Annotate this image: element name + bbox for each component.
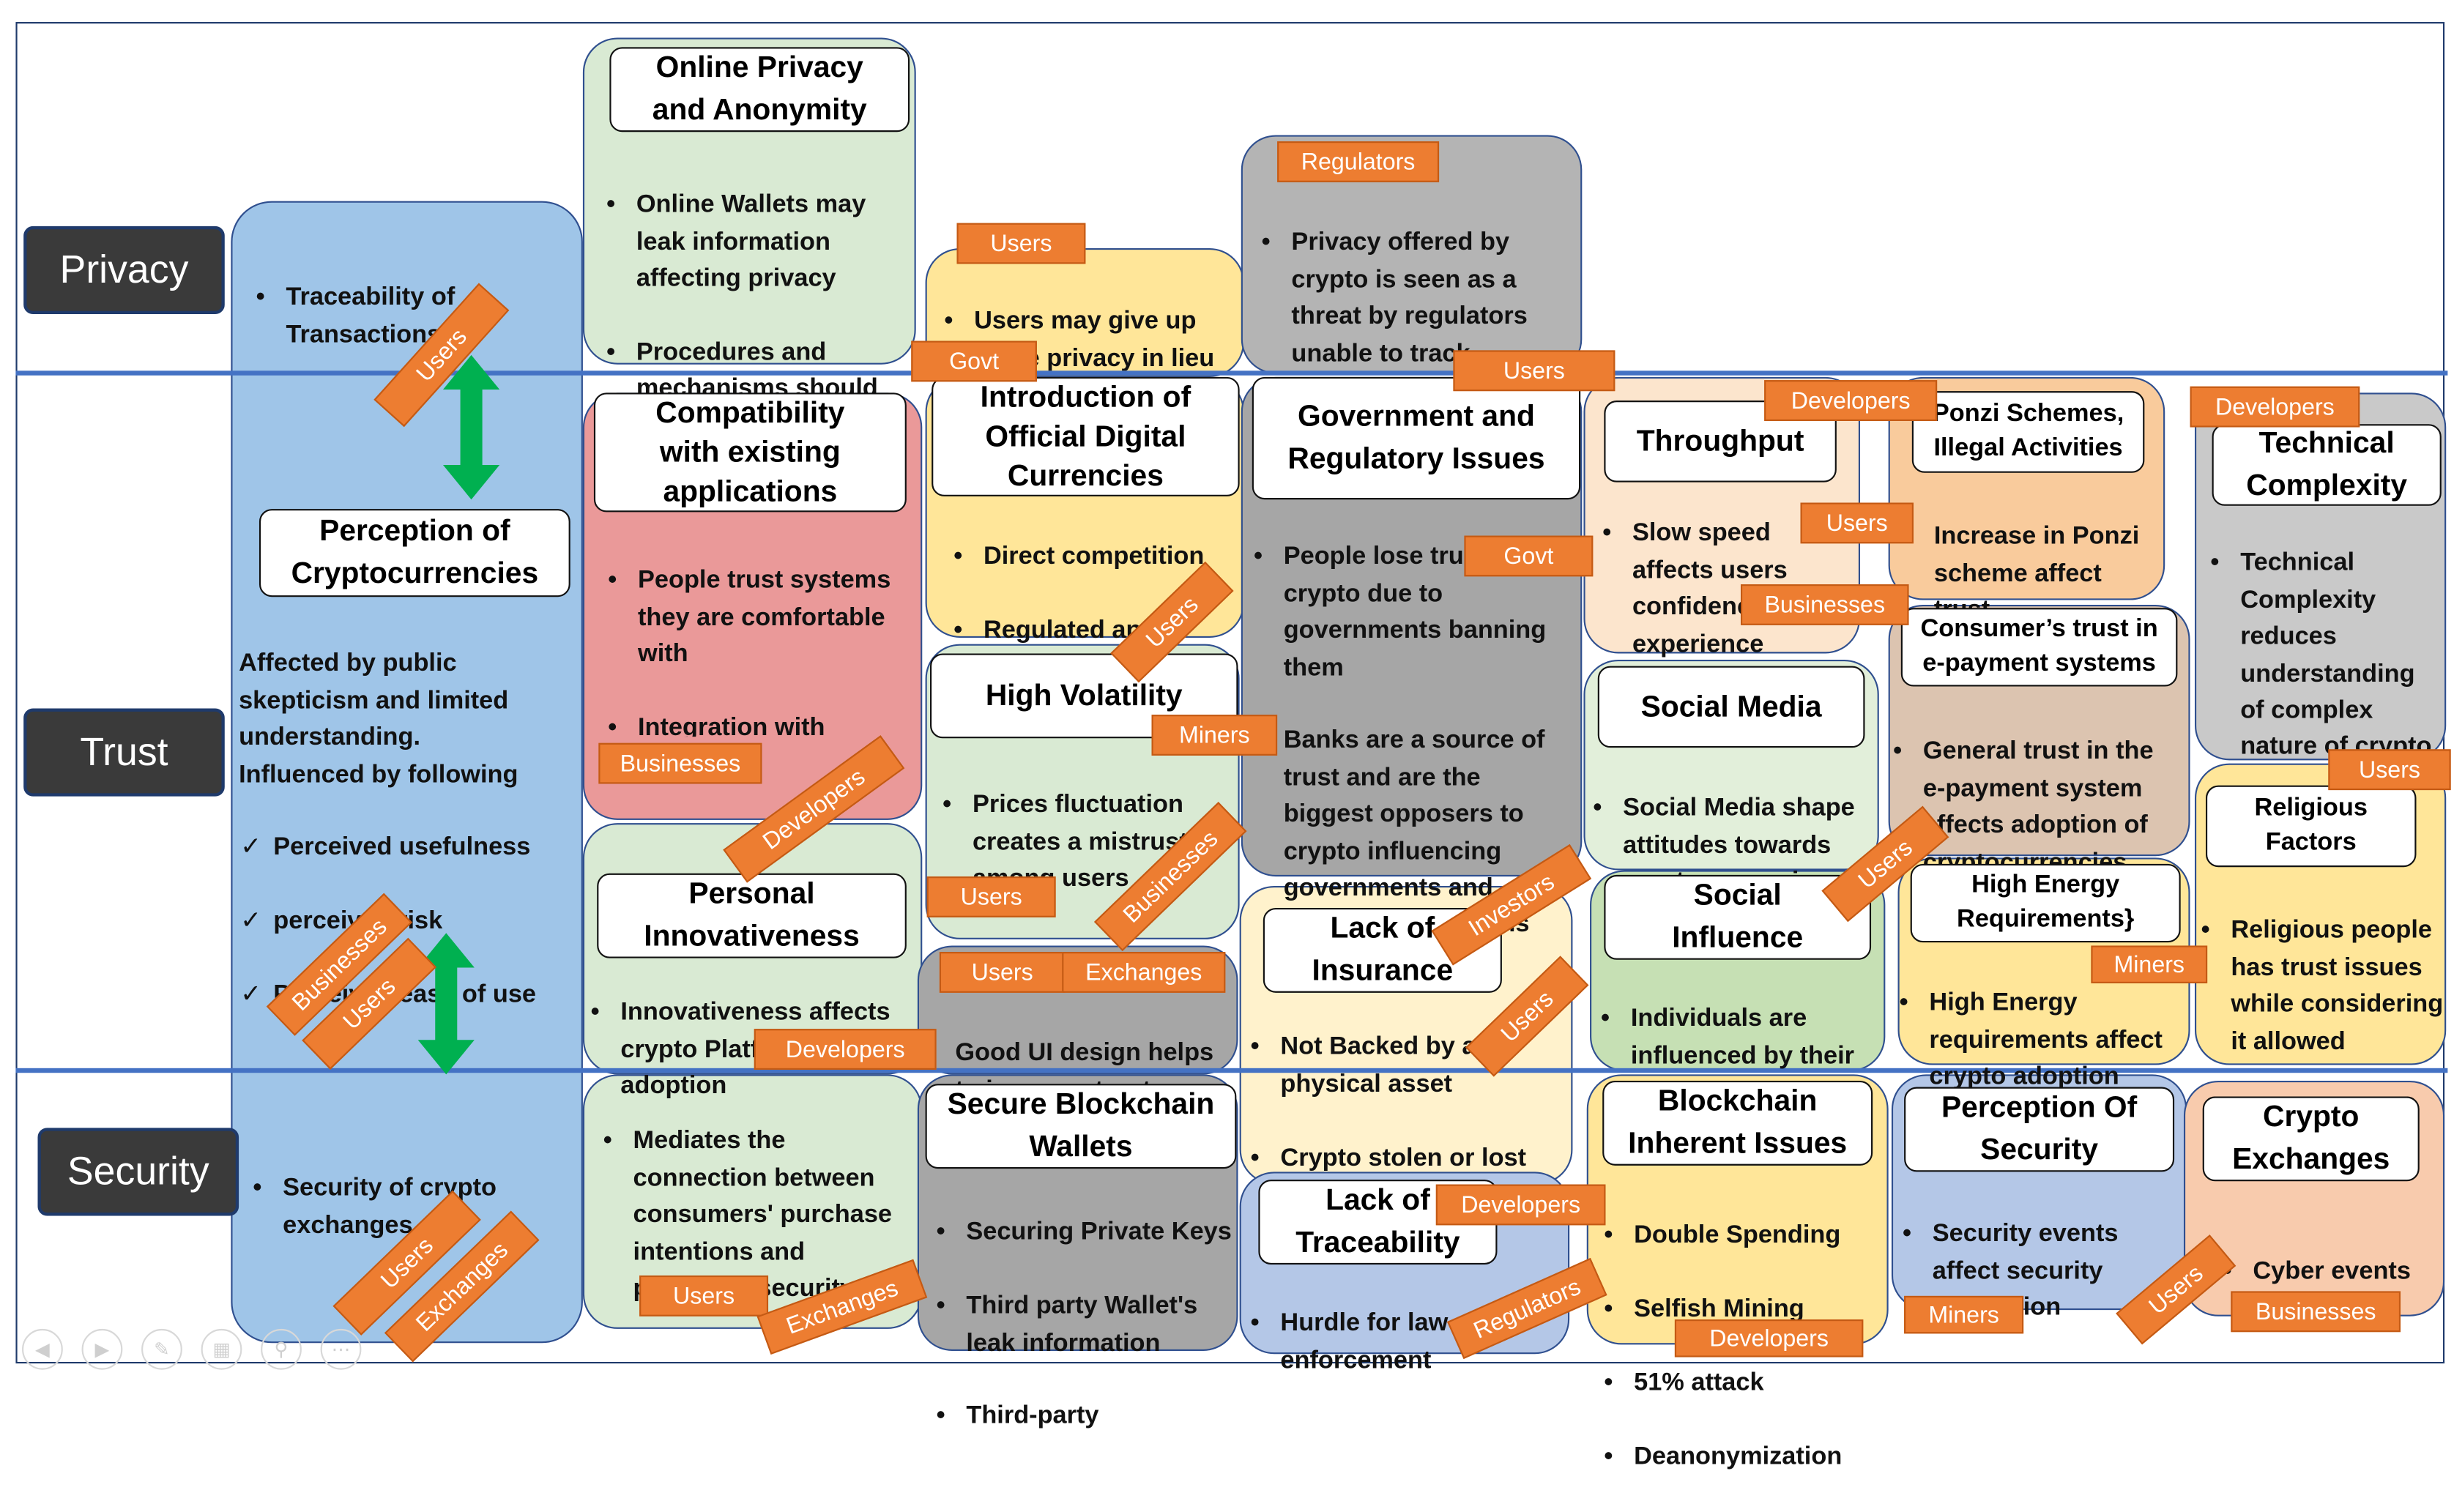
tag-users: Users	[956, 223, 1086, 264]
government-title: Government and Regulatory Issues	[1252, 376, 1581, 500]
tag-users: Users	[2328, 749, 2451, 791]
wallets-title: Secure Blockchain Wallets	[925, 1084, 1237, 1169]
tag-users: Users	[639, 1275, 769, 1317]
tag-users: Users	[939, 952, 1066, 993]
exchanges-title: Crypto Exchanges	[2202, 1096, 2420, 1182]
tag-users: Users	[1800, 502, 1914, 544]
insurance-items: Not Backed by a physical asset Crypto st…	[1246, 993, 1566, 1172]
epayment-items: General trust in the e-payment system af…	[1889, 698, 2181, 918]
ponzi-title: Ponzi Schemes, Illegal Activities	[1911, 391, 2145, 473]
high-energy-items: High Energy requirements affect crypto a…	[1895, 949, 2187, 1133]
religious-items: Religious people has trust issues while …	[2196, 876, 2444, 1097]
ponzi-items: Increase in Ponzi scheme affect trust	[1900, 483, 2154, 666]
row-label-security: Security	[37, 1128, 239, 1216]
tag-miners: Miners	[1904, 1295, 2024, 1334]
compatibility-title: Compatibility with existing applications	[593, 392, 907, 513]
tag-users: Users	[1453, 350, 1615, 392]
technical-items: Technical Complexity reduces understandi…	[2206, 509, 2442, 757]
tag-users: Users	[926, 876, 1056, 917]
perception-security-title: Perception Of Security	[1904, 1087, 2175, 1172]
tag-developers: Developers	[1764, 380, 1938, 421]
tag-miners: Miners	[1151, 715, 1278, 756]
tag-developers: Developers	[2190, 386, 2360, 428]
zoom-icon[interactable]: ⚲	[261, 1328, 302, 1370]
tag-businesses: Businesses	[598, 742, 762, 784]
blockchain-title: Blockchain Inherent Issues	[1602, 1080, 1873, 1166]
slides-grid-icon[interactable]: ▦	[201, 1328, 242, 1370]
tag-developers: Developers	[754, 1029, 937, 1070]
social-media-title: Social Media	[1597, 666, 1865, 748]
previous-slide-icon[interactable]: ◀	[22, 1328, 63, 1370]
online-privacy-items: Online Wallets may leak information affe…	[602, 151, 913, 482]
row-label-trust: Trust	[23, 708, 225, 797]
check-usefulness: Perceived usefulness	[239, 830, 578, 868]
more-options-icon[interactable]: ⋯	[320, 1328, 362, 1370]
epayment-title: Consumer’s trust in e-payment systems	[1900, 608, 2178, 687]
tag-regulators: Regulators	[1277, 141, 1440, 182]
tag-govt: Govt	[1464, 535, 1594, 577]
social-influence-title: Social Influence	[1604, 874, 1872, 960]
tag-developers: Developers	[1674, 1319, 1864, 1358]
compatibility-items: People trust systems they are comfortabl…	[603, 526, 918, 737]
double-arrow-icon	[442, 354, 500, 500]
double-arrow-icon	[417, 933, 475, 1075]
pen-icon[interactable]: ✎	[141, 1328, 182, 1370]
slide-toolbar[interactable]: ◀ ▶ ✎ ▦ ⚲ ⋯	[22, 1328, 380, 1370]
tag-exchanges: Exchanges	[1062, 952, 1226, 993]
perception-security-items: Security events affect security percepti…	[1898, 1180, 2175, 1363]
tag-businesses: Businesses	[2231, 1291, 2401, 1333]
perception-title: Perception of Cryptocurrencies	[259, 509, 570, 597]
row-label-privacy: Privacy	[23, 226, 225, 315]
personal-title: Personal Innovativeness	[597, 873, 907, 958]
traceability-items: Hurdle for law enforcement	[1246, 1269, 1528, 1416]
wallets-items: Securing Private Keys Third party Wallet…	[932, 1178, 1239, 1472]
tag-miners: Miners	[2091, 945, 2208, 983]
next-slide-icon[interactable]: ▶	[81, 1328, 123, 1370]
ui-design-items: Good UI design helps to increase trust	[921, 999, 1235, 1146]
diagram: Privacy Trust Security Traceability of T…	[0, 0, 2454, 1385]
privacy-trust-divider	[15, 370, 2448, 376]
tag-developers: Developers	[1435, 1184, 1606, 1226]
technical-title: Technical Complexity	[2212, 424, 2442, 506]
traceability-privacy-text: Traceability of Transactions	[251, 244, 518, 391]
digital-currencies-title: Introduction of Official Digital Currenc…	[932, 376, 1240, 496]
religious-title: Religious Factors	[2206, 785, 2417, 868]
online-privacy-title: Online Privacy and Anonymity	[609, 47, 910, 133]
high-energy-title: High Energy Requirements}	[1910, 863, 2181, 943]
security-exchanges-text: Security of crypto exchanges	[248, 1134, 531, 1281]
tag-govt: Govt	[911, 340, 1037, 382]
tag-businesses: Businesses	[1740, 584, 1909, 625]
